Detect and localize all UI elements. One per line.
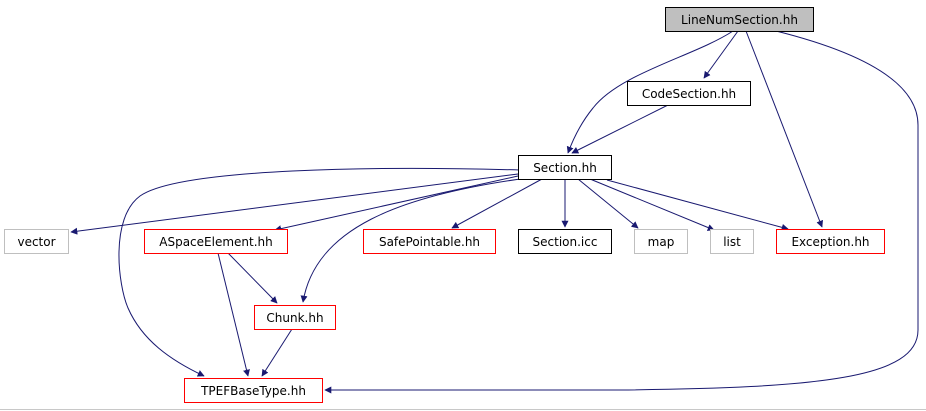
edge-chunk-to-tpef-base-type	[261, 328, 293, 377]
node-label: CodeSection.hh	[642, 87, 736, 101]
node-box	[144, 229, 288, 254]
node-label: LineNumSection.hh	[681, 13, 798, 27]
nodes-layer: LineNumSection.hhCodeSection.hhSection.h…	[4, 7, 885, 403]
edge-line-num-section-to-exception	[745, 30, 823, 228]
node-box	[710, 229, 754, 254]
node-box	[776, 229, 885, 254]
node-tpef-base-type[interactable]: TPEFBaseType.hh	[184, 378, 323, 403]
node-section[interactable]: Section.hh	[518, 155, 612, 180]
node-label: SafePointable.hh	[379, 235, 480, 249]
bottom-divider	[0, 409, 926, 410]
node-label: map	[648, 235, 675, 249]
edge-aspace-element-to-tpef-base-type	[217, 252, 250, 377]
node-label: TPEFBaseType.hh	[200, 384, 306, 398]
node-code-section[interactable]: CodeSection.hh	[627, 81, 751, 106]
node-label: Exception.hh	[791, 235, 869, 249]
node-box	[518, 229, 612, 254]
edge-line-num-section-to-code-section	[703, 30, 739, 79]
node-chunk[interactable]: Chunk.hh	[254, 305, 336, 330]
node-box	[254, 305, 336, 330]
node-box	[627, 81, 751, 106]
node-list[interactable]: list	[710, 229, 754, 254]
edge-section-to-map	[577, 178, 639, 229]
node-section-icc[interactable]: Section.icc	[518, 229, 612, 254]
node-label: Section.hh	[533, 161, 597, 175]
edge-line-num-section-to-tpef-base-type	[324, 30, 919, 394]
edge-line-num-section-to-section	[566, 30, 734, 154]
node-box	[634, 229, 688, 254]
node-map[interactable]: map	[634, 229, 688, 254]
node-label: Section.icc	[533, 235, 598, 249]
node-box	[518, 155, 612, 180]
node-box	[4, 229, 69, 254]
node-vector[interactable]: vector	[4, 229, 69, 254]
edge-section-to-aspace-element	[274, 175, 519, 233]
node-box	[363, 229, 496, 254]
edge-aspace-element-to-chunk	[227, 252, 278, 304]
node-box	[665, 7, 814, 32]
node-box	[184, 378, 323, 403]
node-aspace-element[interactable]: ASpaceElement.hh	[144, 229, 288, 254]
edge-section-to-list	[589, 178, 715, 231]
edge-section-to-safe-pointable	[451, 178, 543, 229]
node-label: vector	[17, 235, 55, 249]
node-exception[interactable]: Exception.hh	[776, 229, 885, 254]
node-label: ASpaceElement.hh	[159, 235, 272, 249]
edge-section-to-vector	[70, 173, 519, 235]
edge-section-to-exception	[606, 179, 789, 231]
node-label: list	[723, 235, 741, 249]
edge-code-section-to-section	[571, 104, 669, 154]
node-label: Chunk.hh	[266, 311, 323, 325]
node-line-num-section[interactable]: LineNumSection.hh	[665, 7, 814, 32]
node-safe-pointable[interactable]: SafePointable.hh	[363, 229, 496, 254]
edges-layer	[70, 30, 919, 394]
edge-section-to-chunk	[300, 176, 536, 303]
edge-section-to-tpef-base-type	[118, 167, 521, 377]
